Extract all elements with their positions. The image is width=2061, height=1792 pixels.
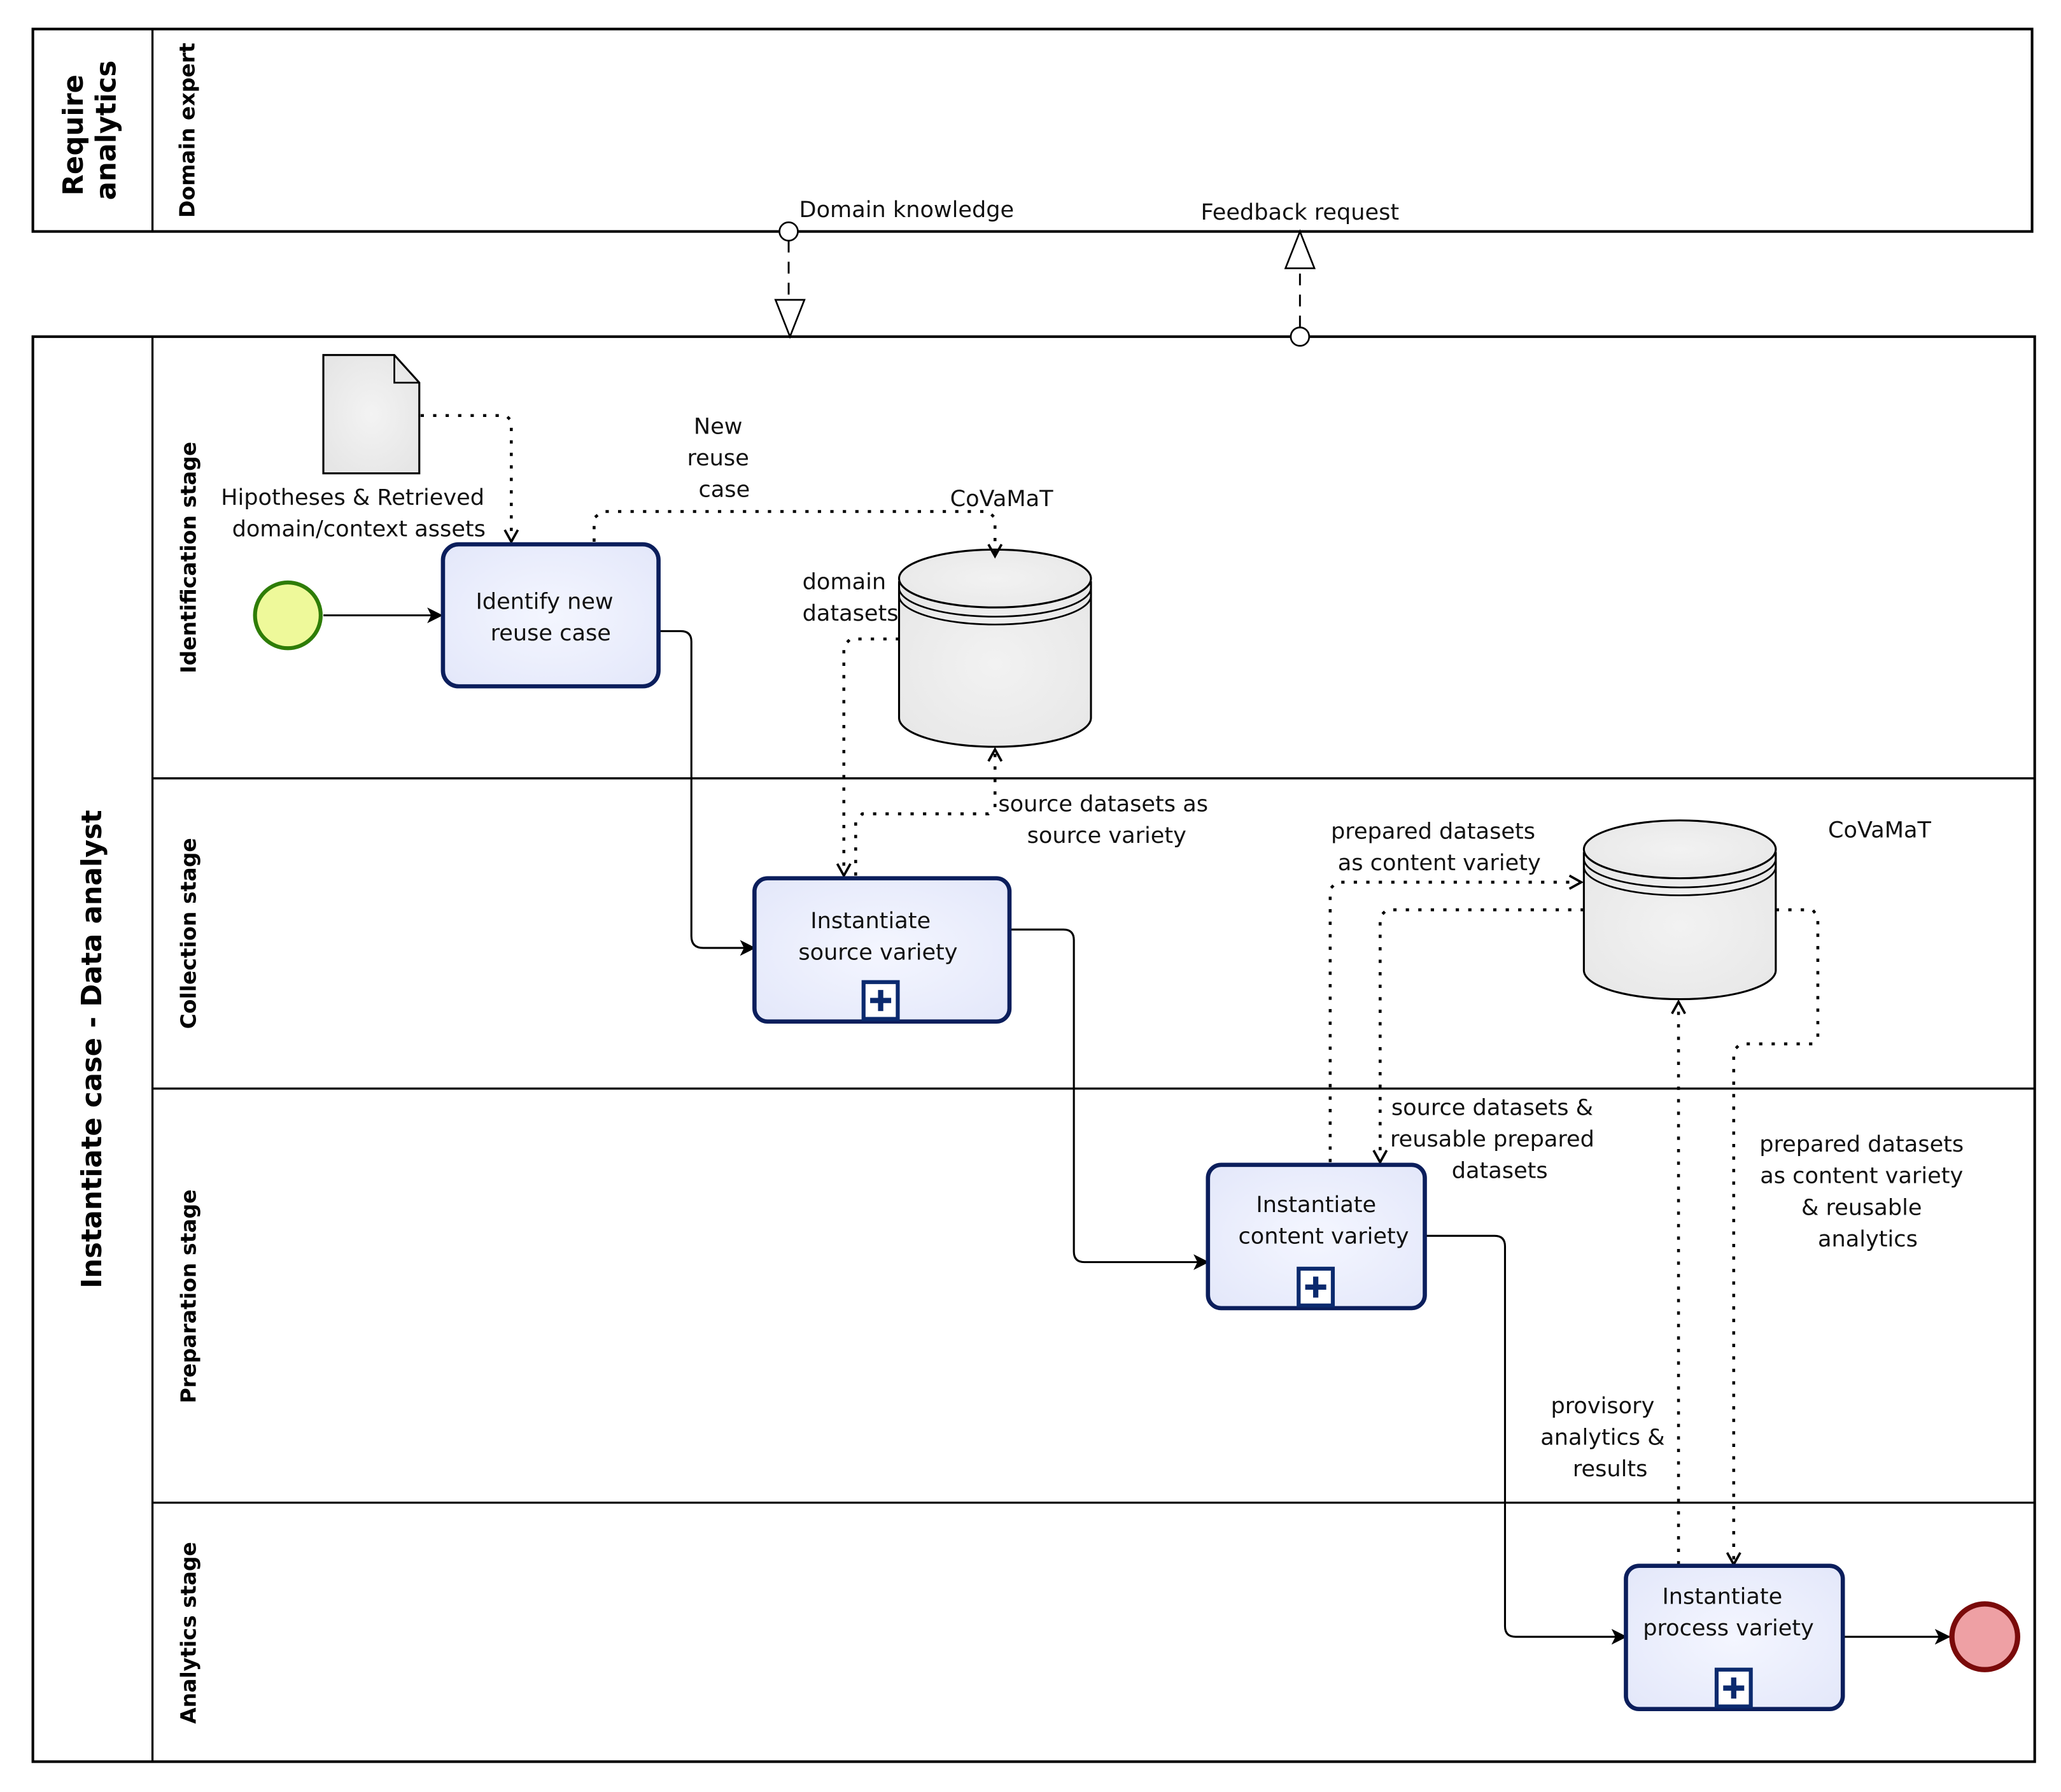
database-icon [897, 581, 1092, 748]
task-label: Instantiate process variety [1643, 1584, 1814, 1642]
datastore-top-label: CoVaMaT [950, 486, 1054, 512]
message-label: Domain knowledge [799, 197, 1015, 223]
lane-label-identification: Identification stage [176, 442, 201, 674]
sequence-flow[interactable] [1426, 1234, 1628, 1645]
task-instantiate-content-variety[interactable]: Instantiate content variety [1206, 1162, 1427, 1311]
label-prepared-content-reusable-analytics: prepared datasets as content variety & r… [1759, 1131, 1971, 1252]
sequence-flows [323, 607, 1951, 1645]
data-association[interactable] [1726, 908, 1820, 1567]
subprocess-expand-icon[interactable] [1297, 1266, 1335, 1308]
label-provisory-analytics: provisory analytics & results [1540, 1393, 1672, 1482]
pool-border [31, 335, 2036, 1763]
message-flow-domain-knowledge[interactable]: Domain knowledge [774, 197, 1015, 339]
lane-label-preparation: Preparation stage [176, 1189, 201, 1403]
data-association[interactable] [854, 747, 1003, 876]
pool-require-analytics[interactable]: Require analytics Domain expert [31, 27, 2034, 233]
data-associations [420, 414, 1820, 1567]
message-flow-feedback-request[interactable]: Feedback request [1200, 199, 1399, 347]
task-label: Instantiate source variety [798, 908, 957, 966]
datastore-label: CoVaMaT [1828, 817, 1932, 843]
data-object-hipotheses[interactable]: Hipotheses & Retrieved domain/context as… [221, 354, 491, 542]
message-label: Feedback request [1200, 199, 1399, 225]
task-identify-new-reuse-case[interactable]: Identify new reuse case [440, 542, 661, 689]
lane-label-analytics: Analytics stage [176, 1542, 201, 1724]
subprocess-box [1206, 1162, 1427, 1311]
subprocess-box [1624, 1563, 1845, 1712]
pool-label: Require analytics [58, 60, 123, 201]
end-event[interactable] [1949, 1601, 2020, 1672]
lane-label-collection: Collection stage [176, 838, 201, 1029]
message-source-circle [1290, 327, 1311, 347]
label-source-datasets-as-source-variety: source datasets as source variety [998, 791, 1215, 849]
association-labels: New reuse case source datasets as source… [687, 414, 1971, 1483]
pool-border [31, 27, 2034, 233]
message-arrowhead [774, 299, 806, 339]
data-association[interactable] [420, 414, 519, 544]
subprocess-box [752, 876, 1012, 1024]
data-association[interactable] [1372, 908, 1584, 1165]
label-source-and-reusable-prepared: source datasets & reusable prepared data… [1390, 1094, 1601, 1183]
pool-label: Instantiate case - Data analyst [76, 810, 108, 1288]
task-instantiate-process-variety[interactable]: Instantiate process variety [1624, 1563, 1845, 1712]
task-label: Identify new reuse case [475, 588, 620, 646]
start-event[interactable] [253, 580, 323, 651]
data-association[interactable] [593, 510, 1003, 559]
label-new-reuse-case: New reuse case [687, 414, 756, 503]
message-arrowhead [1284, 229, 1316, 269]
sequence-flow[interactable] [1009, 928, 1209, 1271]
subprocess-expand-icon[interactable] [861, 980, 900, 1021]
subprocess-expand-icon[interactable] [1714, 1667, 1753, 1709]
sequence-flow[interactable] [658, 630, 756, 956]
datastore-label: domain datasets [803, 568, 899, 626]
pool-instantiate-case[interactable]: Instantiate case - Data analyst Identifi… [31, 335, 2036, 1763]
label-prepared-as-content-variety: prepared datasets as content variety [1331, 819, 1542, 877]
lane-label-domain-expert: Domain expert [175, 43, 200, 218]
document-icon [322, 354, 421, 475]
document-label: Hipotheses & Retrieved domain/context as… [221, 484, 491, 542]
task-box [440, 542, 661, 689]
task-label: Instantiate content variety [1238, 1192, 1409, 1250]
message-source-circle [778, 221, 799, 242]
database-icon [1582, 852, 1777, 1001]
data-store-domain-datasets[interactable]: domain datasets CoVaMaT [803, 486, 1092, 748]
data-store-covamat[interactable]: CoVaMaT [1582, 817, 1932, 1001]
task-instantiate-source-variety[interactable]: Instantiate source variety [752, 876, 1012, 1024]
